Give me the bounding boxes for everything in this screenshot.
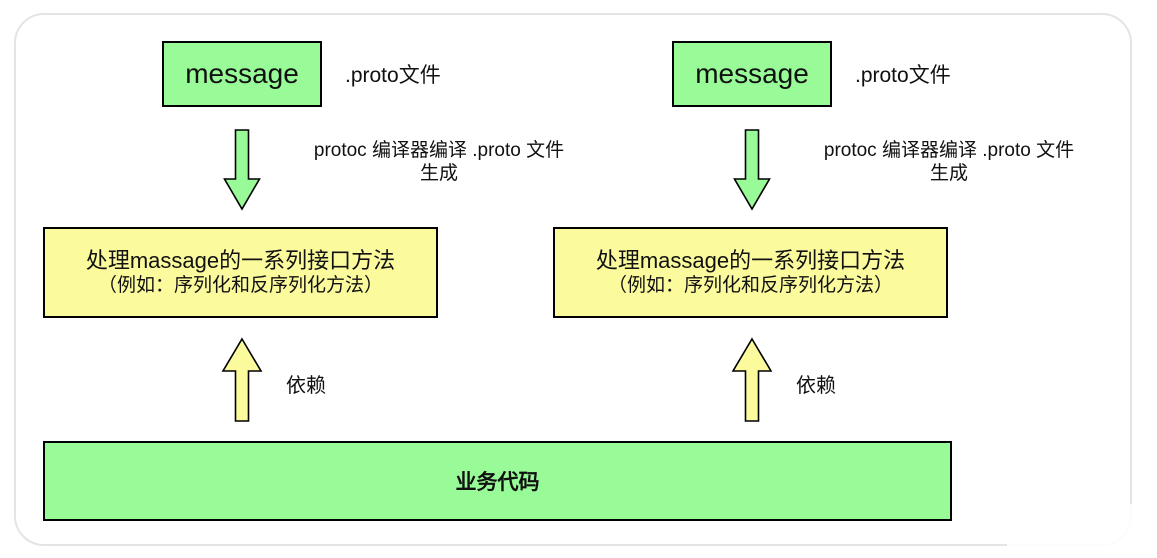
business-code-box: 业务代码 <box>43 441 952 521</box>
workflow-column-left: message .proto文件 protoc 编译器编译 .proto 文件 … <box>43 41 603 431</box>
compile-caption-line1: protoc 编译器编译 .proto 文件 <box>823 140 1075 161</box>
compile-caption: protoc 编译器编译 .proto 文件 生成 <box>793 139 1105 185</box>
interface-box-line1: 处理massage的一系列接口方法 <box>595 248 906 273</box>
interface-box-line1: 处理massage的一系列接口方法 <box>85 248 396 273</box>
dependency-label: 依赖 <box>796 375 836 397</box>
dependency-label: 依赖 <box>286 375 326 397</box>
interface-box: 处理massage的一系列接口方法 （例如：序列化和反序列化方法） <box>43 227 438 318</box>
down-arrow-icon <box>223 129 261 211</box>
interface-box-line2: （例如：序列化和反序列化方法） <box>97 275 383 296</box>
message-box-label: message <box>185 58 299 89</box>
workflow-column-right: message .proto文件 protoc 编译器编译 .proto 文件 … <box>553 41 1113 431</box>
watermark-overlay <box>1007 504 1157 558</box>
message-box-label: message <box>695 58 809 89</box>
compile-caption: protoc 编译器编译 .proto 文件 生成 <box>283 139 595 185</box>
down-arrow-icon <box>733 129 771 211</box>
interface-box: 处理massage的一系列接口方法 （例如：序列化和反序列化方法） <box>553 227 948 318</box>
up-arrow-icon <box>221 337 263 422</box>
interface-box-line2: （例如：序列化和反序列化方法） <box>607 275 893 296</box>
compile-caption-line1: protoc 编译器编译 .proto 文件 <box>313 140 565 161</box>
message-box: message <box>162 41 322 107</box>
business-code-label: 业务代码 <box>455 471 540 494</box>
proto-file-label: .proto文件 <box>855 64 951 87</box>
proto-file-label: .proto文件 <box>345 64 441 87</box>
compile-caption-line2: 生成 <box>419 163 458 184</box>
diagram-frame <box>14 13 1132 546</box>
up-arrow-icon <box>731 337 773 422</box>
compile-caption-line2: 生成 <box>929 163 968 184</box>
message-box: message <box>672 41 832 107</box>
